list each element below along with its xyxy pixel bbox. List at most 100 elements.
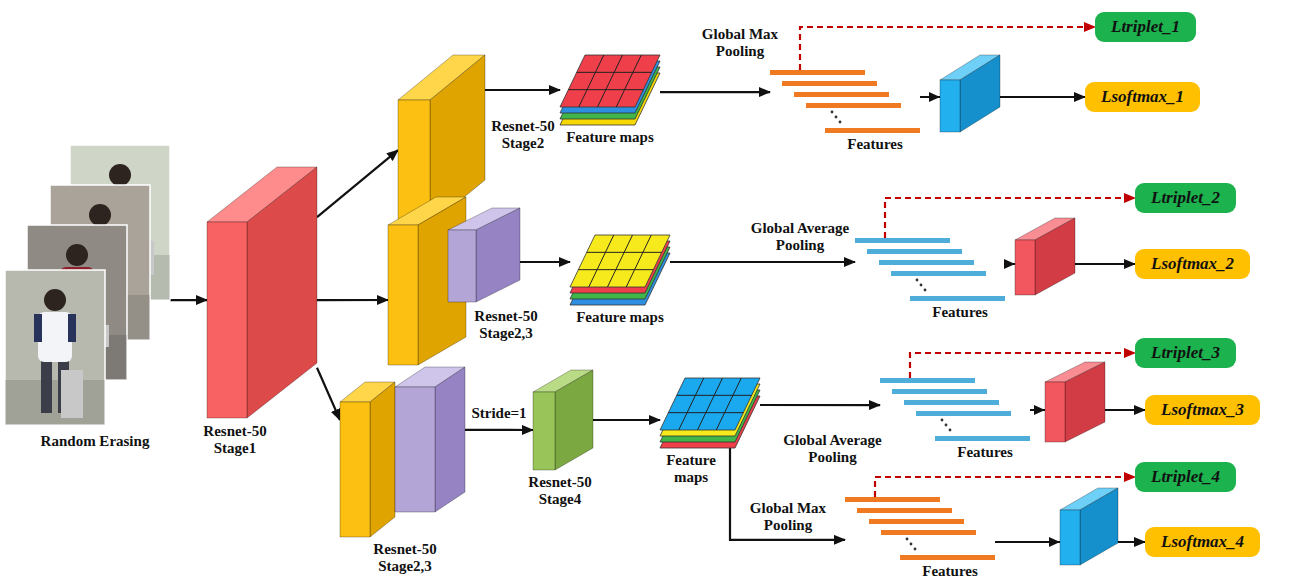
feature-vector: Features [770, 70, 920, 133]
grid-line [577, 72, 652, 73]
block-label: Features [940, 444, 1030, 461]
feature-bar [770, 70, 865, 75]
flow-arrow [485, 89, 560, 91]
block-front [533, 392, 555, 470]
grid-line [608, 235, 633, 287]
feature-bar [891, 271, 986, 276]
flow-arrow [465, 429, 533, 431]
block-illustration [5, 145, 170, 425]
ellipsis-dot [910, 543, 913, 546]
loss-box: Ltriplet_4 [1135, 462, 1236, 492]
ellipsis-dot [839, 121, 842, 124]
person-head [66, 244, 88, 266]
ellipsis-dot [906, 538, 909, 541]
block-illustration [340, 367, 465, 537]
grid-line [579, 55, 604, 107]
block-side [1035, 218, 1075, 295]
block-front [207, 222, 247, 418]
input-images: Random Erasing [5, 145, 170, 425]
block-illustration [770, 70, 920, 133]
illustration-group [207, 167, 317, 418]
illustration-group [855, 238, 1005, 301]
feature-bar [880, 378, 975, 383]
flow-arrow [660, 91, 770, 93]
ellipsis-dot [949, 429, 952, 432]
illustration-group [845, 497, 995, 560]
block-side [555, 370, 593, 470]
block-front [388, 225, 418, 365]
feature-bar [825, 128, 920, 133]
feature-bar [794, 92, 889, 97]
block-label: Feature maps [565, 309, 675, 326]
block-side [1065, 362, 1105, 442]
shirt-sleeve [34, 314, 42, 342]
person-head [44, 289, 66, 311]
block-illustration [855, 238, 1005, 301]
block-label: Features [915, 304, 1005, 321]
fc-block [1049, 488, 1118, 565]
ellipsis-dot [831, 111, 834, 114]
grid-line [589, 235, 614, 287]
fc-block [1004, 218, 1075, 295]
illustration-group [533, 370, 593, 470]
ellipsis-dot [835, 116, 838, 119]
flow-arrow [593, 419, 660, 421]
arrow-head [1034, 405, 1045, 415]
feature-bar [869, 519, 964, 524]
feature-bar [916, 411, 1011, 416]
illustration-group [660, 378, 760, 448]
shirt-sleeve [68, 314, 76, 342]
feature-maps: Feature maps [570, 235, 670, 305]
pooling-label: Stride=1 [468, 405, 530, 422]
pooling-label: Global Average Pooling [770, 432, 895, 467]
illustration-group [880, 378, 1030, 441]
arrow-head [929, 92, 940, 102]
feature-bar [806, 103, 901, 108]
block-label: Features [830, 136, 920, 153]
grid-line [598, 55, 623, 107]
block-illustration [880, 378, 1030, 441]
feature-maps: Feature maps [560, 55, 660, 125]
block-illustration [533, 370, 593, 470]
photo-background [5, 270, 105, 425]
ellipsis-dot [916, 279, 919, 282]
loss-box: Ltriplet_2 [1135, 183, 1236, 213]
feature-bar [855, 238, 950, 243]
feature-bar [857, 508, 952, 513]
ellipsis-dot [945, 424, 948, 427]
illustration-group [770, 70, 920, 133]
block-front [340, 402, 370, 537]
block-front [940, 80, 960, 132]
feature-bar [845, 497, 940, 502]
block-label: Features [905, 563, 995, 580]
loss-label: Lsoftmax_3 [1161, 400, 1244, 420]
loss-label: Ltriplet_3 [1151, 343, 1220, 363]
arrow-head [1049, 537, 1060, 547]
block-side [435, 367, 465, 512]
feature-bar [935, 436, 1030, 441]
feature-maps: Feature maps [660, 378, 760, 448]
pooling-label: Global Max Pooling [738, 500, 838, 535]
loss-label: Lsoftmax_1 [1101, 87, 1184, 107]
feature-bar [879, 260, 974, 265]
feature-bar [881, 530, 976, 535]
flow-arrow [520, 261, 570, 263]
feature-bar [900, 555, 995, 560]
feature-bar [867, 249, 962, 254]
block-front [395, 387, 435, 512]
block-label: Feature maps [555, 129, 665, 146]
feature-bar [910, 296, 1005, 301]
grid-line [698, 378, 723, 430]
block-label: Random Erasing [25, 433, 165, 450]
fc-block [1034, 362, 1105, 442]
resnet-stage-block: Resnet-50 Stage1 [207, 167, 317, 418]
block-side [247, 167, 317, 418]
person-head [89, 204, 111, 226]
loss-box: Ltriplet_3 [1135, 338, 1236, 368]
grid-line [568, 89, 643, 90]
feature-vector: Features [880, 378, 1030, 441]
loss-label: Lsoftmax_4 [1161, 532, 1244, 552]
grid-line [626, 235, 651, 287]
input-photo [5, 270, 105, 425]
fc-block [929, 55, 1000, 132]
